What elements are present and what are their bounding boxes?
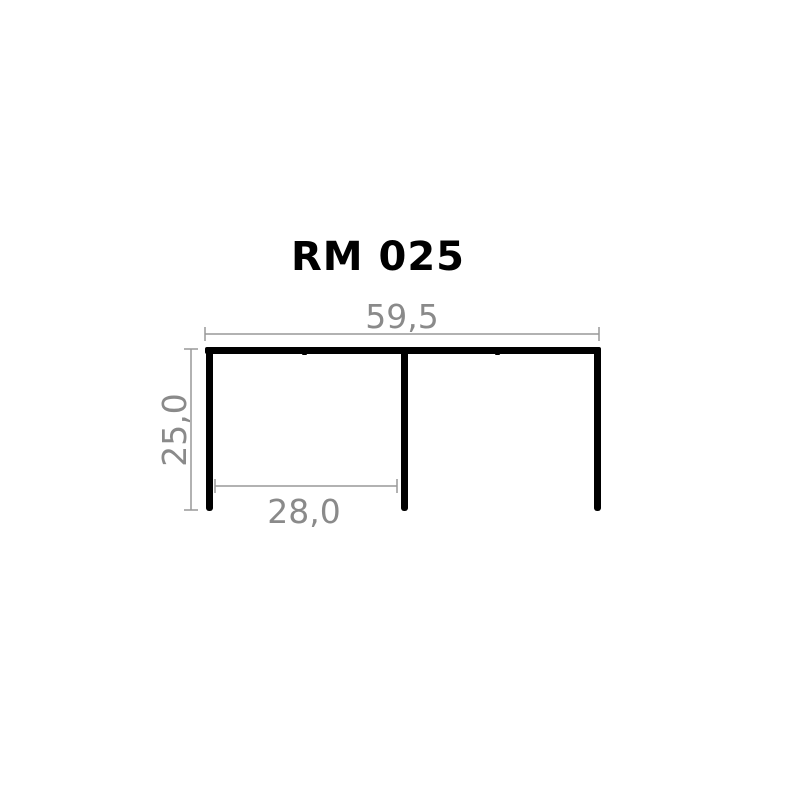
profile-shape xyxy=(205,347,601,511)
profile-right-leg xyxy=(594,347,601,511)
profile-title: RM 025 xyxy=(291,234,465,280)
width-dimension: 59,5 xyxy=(204,297,600,341)
height-dimension: 25,0 xyxy=(155,348,198,511)
profile-left-leg xyxy=(206,347,213,511)
width-dimension-label: 59,5 xyxy=(365,297,438,336)
height-dimension-label: 25,0 xyxy=(155,393,194,466)
inner-width-dimension-label: 28,0 xyxy=(267,492,340,531)
profile-groove-right xyxy=(495,352,500,355)
inner-width-dimension: 28,0 xyxy=(214,479,398,531)
profile-middle-leg xyxy=(401,347,408,511)
profile-groove-left xyxy=(302,352,307,355)
